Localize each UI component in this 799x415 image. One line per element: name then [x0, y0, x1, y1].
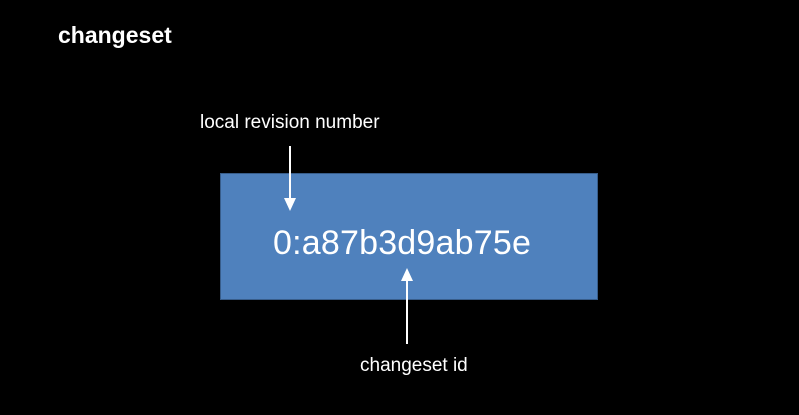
changeset-id-label: changeset id	[360, 355, 468, 376]
local-revision-number-label: local revision number	[200, 112, 380, 133]
slide-title: changeset	[58, 22, 172, 48]
changeset-identifier-text: 0:a87b3d9ab75e	[273, 224, 532, 262]
